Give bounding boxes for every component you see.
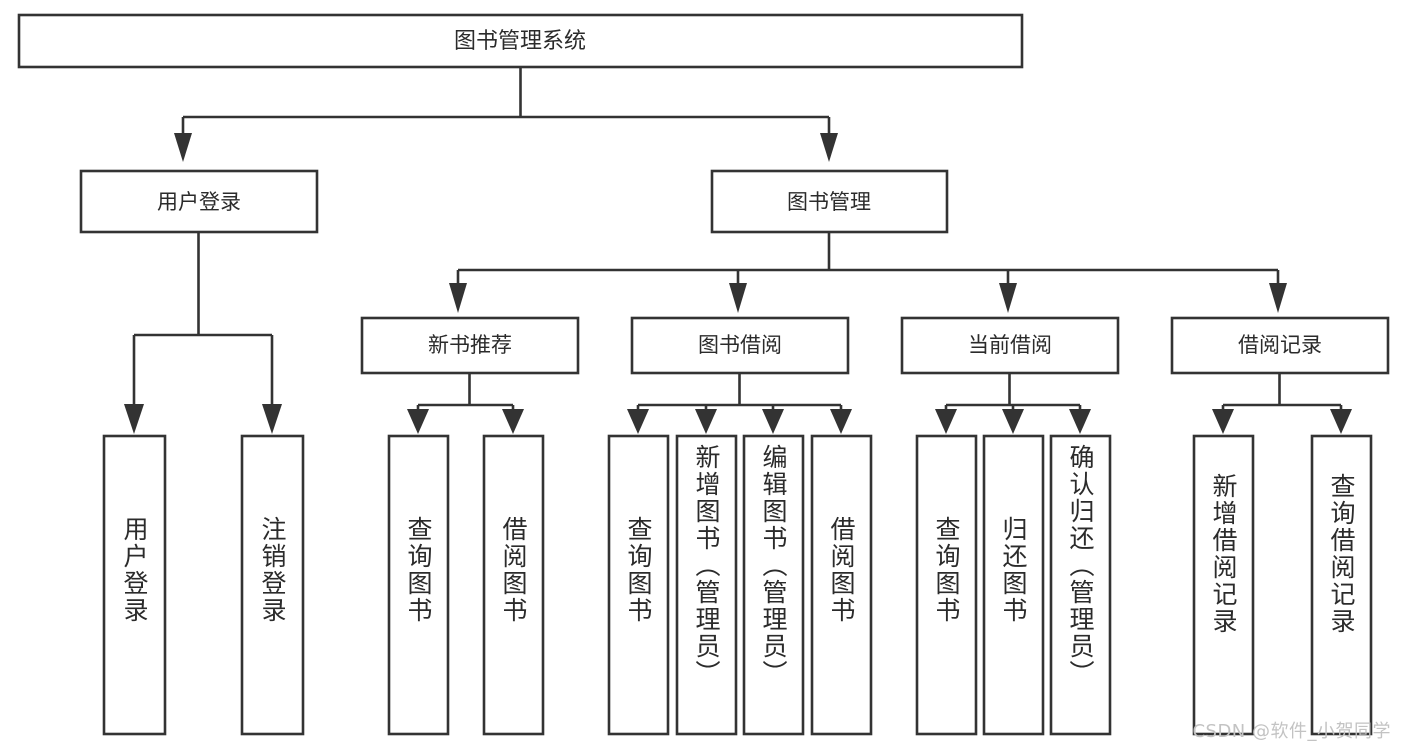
leaf-box-query-book-2[interactable] bbox=[607, 434, 670, 736]
node-current-borrow-label: 当前借阅 bbox=[968, 333, 1052, 357]
connector-group-book-management bbox=[449, 232, 1287, 313]
arrowhead-book-management bbox=[820, 133, 838, 162]
arrowhead-leaf-return-book bbox=[1002, 409, 1024, 434]
leaf-box-query-record[interactable] bbox=[1310, 434, 1373, 736]
node-book-management-label: 图书管理 bbox=[787, 190, 871, 214]
connector-group-book-borrow bbox=[627, 373, 852, 434]
leaf-boxes bbox=[102, 434, 1373, 736]
node-book-borrow[interactable]: 图书借阅 bbox=[630, 316, 850, 375]
leaf-box-user-login[interactable] bbox=[102, 434, 167, 736]
arrowhead-leaf-query-book-2 bbox=[627, 409, 649, 434]
node-book-borrow-box[interactable] bbox=[630, 316, 850, 375]
leaf-box-add-book[interactable] bbox=[675, 434, 738, 736]
arrowhead-borrow-record bbox=[1269, 283, 1287, 313]
leaf-box-borrow-book-2[interactable] bbox=[810, 434, 873, 736]
connector-group-root bbox=[174, 67, 838, 162]
arrowhead-leaf-query-record bbox=[1330, 409, 1352, 434]
arrowhead-leaf-user-login bbox=[124, 404, 144, 434]
node-book-management[interactable]: 图书管理 bbox=[710, 169, 949, 234]
connector-group-borrow-record bbox=[1212, 373, 1352, 434]
connector-group-new-book-recommend bbox=[407, 373, 524, 434]
arrowhead-leaf-logout-login bbox=[262, 404, 282, 434]
node-borrow-record[interactable]: 借阅记录 bbox=[1170, 316, 1390, 375]
leaf-box-confirm-return[interactable] bbox=[1049, 434, 1112, 736]
connector-group-current-borrow bbox=[935, 373, 1091, 434]
arrowhead-new-book-recommend bbox=[449, 283, 467, 313]
arrowhead-user-login bbox=[174, 133, 192, 162]
node-user-login-box[interactable] bbox=[79, 169, 319, 234]
arrowhead-book-borrow bbox=[729, 283, 747, 313]
arrowhead-leaf-add-record bbox=[1212, 409, 1234, 434]
node-current-borrow-box[interactable] bbox=[900, 316, 1120, 375]
leaf-box-add-record[interactable] bbox=[1192, 434, 1255, 736]
arrowhead-leaf-confirm-return bbox=[1069, 409, 1091, 434]
arrowhead-leaf-add-book bbox=[695, 409, 717, 434]
leaf-box-query-book-1[interactable] bbox=[387, 434, 450, 736]
leaf-box-return-book[interactable] bbox=[982, 434, 1045, 736]
node-root-box[interactable] bbox=[17, 13, 1024, 69]
leaf-box-logout-login[interactable] bbox=[240, 434, 305, 736]
leaf-box-edit-book[interactable] bbox=[742, 434, 805, 736]
node-borrow-record-label: 借阅记录 bbox=[1238, 333, 1322, 357]
leaf-box-query-book-3[interactable] bbox=[915, 434, 978, 736]
arrowhead-leaf-borrow-book-2 bbox=[830, 409, 852, 434]
node-root[interactable]: 图书管理系统 bbox=[17, 13, 1024, 69]
leaf-box-borrow-book-1[interactable] bbox=[482, 434, 545, 736]
node-root-label: 图书管理系统 bbox=[454, 29, 586, 54]
arrowhead-leaf-edit-book bbox=[762, 409, 784, 434]
watermark-text: CSDN @软件_小贺同学 bbox=[1192, 721, 1391, 742]
node-book-borrow-label: 图书借阅 bbox=[698, 333, 782, 357]
node-borrow-record-box[interactable] bbox=[1170, 316, 1390, 375]
arrowhead-leaf-query-book-3 bbox=[935, 409, 957, 434]
node-new-book-recommend[interactable]: 新书推荐 bbox=[360, 316, 580, 375]
node-new-book-recommend-label: 新书推荐 bbox=[428, 333, 512, 357]
node-user-login[interactable]: 用户登录 bbox=[79, 169, 319, 234]
arrowhead-leaf-borrow-book-1 bbox=[502, 409, 524, 434]
connector-group-user-login bbox=[124, 232, 282, 434]
node-current-borrow[interactable]: 当前借阅 bbox=[900, 316, 1120, 375]
node-new-book-recommend-box[interactable] bbox=[360, 316, 580, 375]
arrowhead-leaf-query-book-1 bbox=[407, 409, 429, 434]
node-book-management-box[interactable] bbox=[710, 169, 949, 234]
arrowhead-current-borrow bbox=[999, 283, 1017, 313]
node-user-login-label: 用户登录 bbox=[157, 190, 241, 214]
